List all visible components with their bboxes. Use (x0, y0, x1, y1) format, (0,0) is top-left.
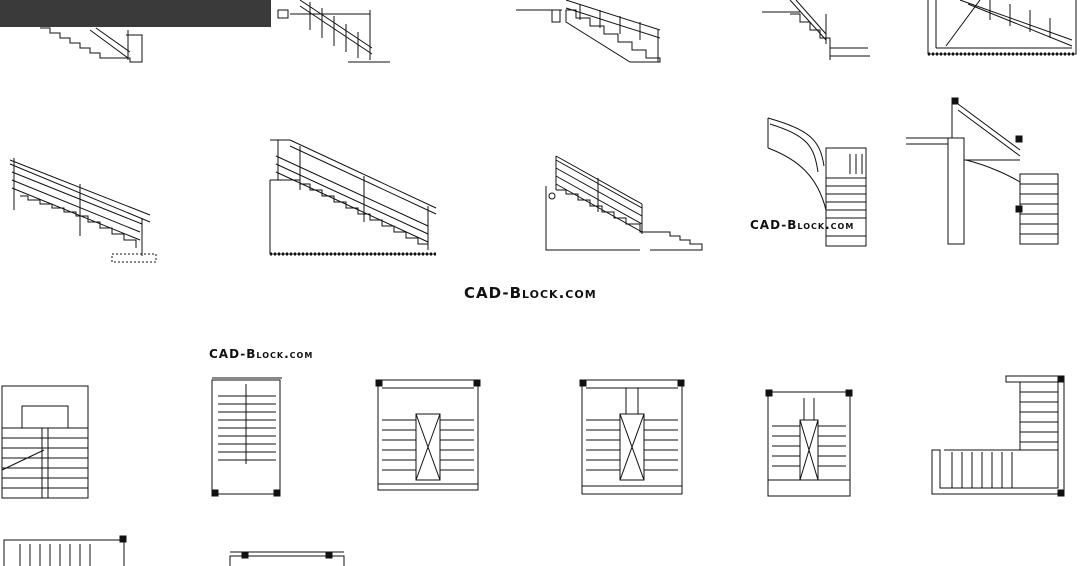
watermark-left: CAD-Block.com (209, 347, 314, 361)
plan-stair-1 (2, 386, 88, 498)
elevation-stair-2 (278, 0, 390, 62)
plan-stair-2 (212, 378, 282, 496)
elevation-stair-4 (762, 0, 870, 60)
elevation-stair-5 (928, 0, 1076, 54)
elevation-stair-6 (10, 158, 156, 262)
watermark-center: CAD-Block.com (464, 284, 597, 302)
elevation-landing-stair (906, 98, 1058, 244)
watermark-right: CAD-Block.com (750, 218, 855, 232)
plan-stair-bottom-1 (4, 536, 126, 566)
plan-stair-3 (376, 380, 480, 490)
plan-l-stair (932, 376, 1064, 496)
plan-stair-bottom-2 (230, 552, 344, 566)
top-dark-bar (0, 0, 271, 27)
elevation-curved-stair (768, 118, 866, 246)
elevation-stair-3 (516, 0, 660, 62)
plan-stair-5 (766, 390, 852, 496)
elevation-stair-8 (546, 156, 702, 250)
elevation-stair-1 (40, 28, 142, 62)
elevation-stair-7 (270, 140, 436, 254)
plan-stair-4 (580, 380, 684, 494)
